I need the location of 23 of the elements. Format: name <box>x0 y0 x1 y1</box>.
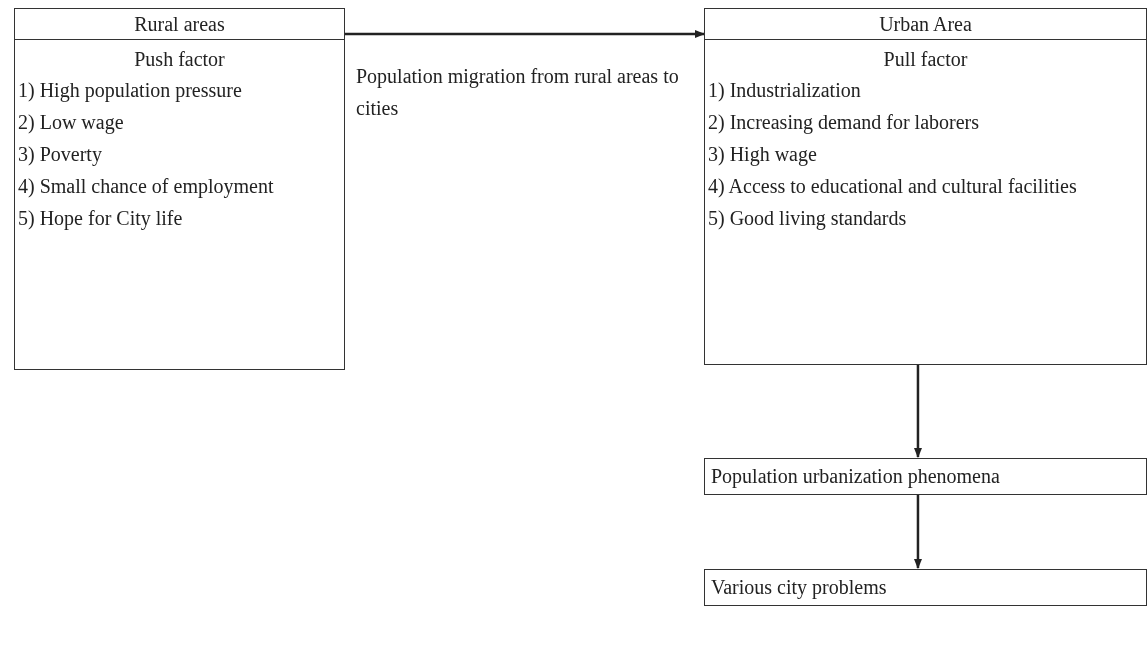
list-item: 4) Access to educational and cultural facilities <box>707 174 1078 199</box>
list-item: 3) High wage <box>707 142 818 168</box>
box-subheading: Pull factor <box>882 47 969 72</box>
process-box <box>704 458 1147 495</box>
box-heading: Urban Area <box>705 9 1146 40</box>
list-item: 1) High population pressure <box>17 78 243 104</box>
process-box <box>14 8 345 370</box>
arrow <box>913 365 922 458</box>
box-text: Various city problems <box>710 575 888 601</box>
arrow <box>345 30 705 38</box>
box-subheading: Push factor <box>133 47 226 72</box>
list-item: 2) Low wage <box>17 110 125 136</box>
box-heading: Rural areas <box>15 9 344 40</box>
list-item: 2) Increasing demand for laborers <box>707 110 980 136</box>
list-item: 4) Small chance of employment <box>17 174 275 200</box>
list-item: 5) Hope for City life <box>17 206 184 232</box>
process-box <box>704 569 1147 606</box>
list-item: 5) Good living standards <box>707 206 908 232</box>
process-box <box>704 8 1147 365</box>
box-text: Population urbanization phenomena <box>710 464 1001 490</box>
arrow <box>913 495 922 569</box>
list-item: 3) Poverty <box>17 142 103 168</box>
list-item: 1) Industrialization <box>707 78 862 103</box>
